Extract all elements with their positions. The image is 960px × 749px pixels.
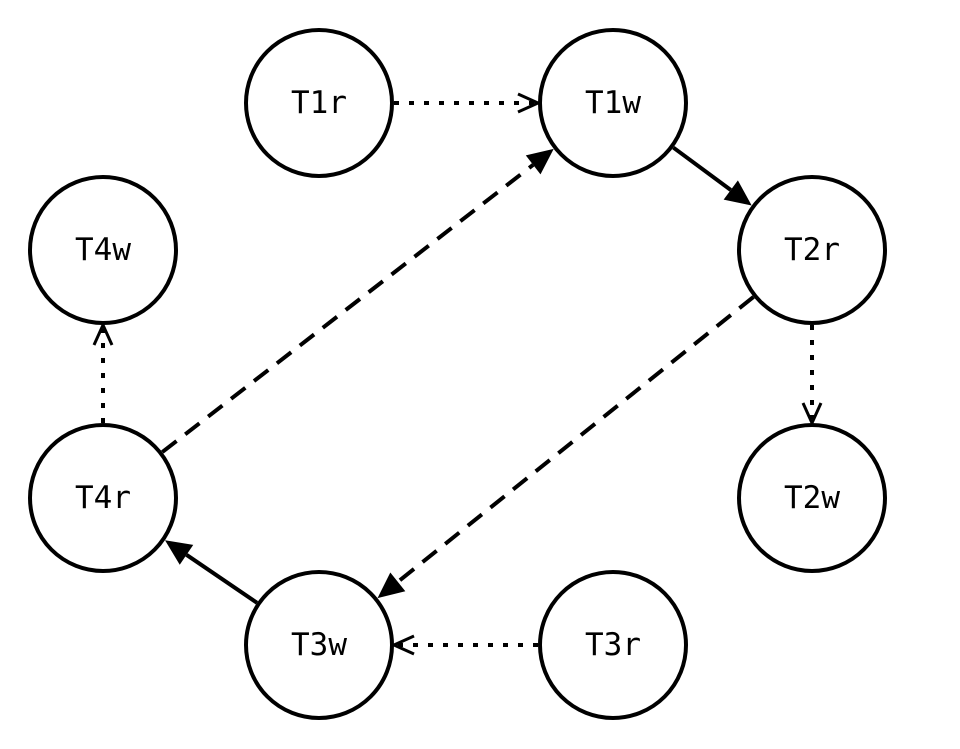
edge-line (396, 295, 755, 584)
node-T3r: T3r (538, 570, 688, 720)
node-circle (244, 28, 394, 178)
arrowhead-icon (165, 540, 194, 565)
edge-line (185, 553, 259, 605)
arrowhead-icon (517, 92, 542, 114)
node-T4r: T4r (28, 423, 178, 573)
edge-T2r-to-T2w (801, 325, 823, 427)
edge-T4r-to-T4w (92, 321, 114, 423)
edges-layer (92, 92, 823, 656)
node-label: T2w (784, 480, 840, 516)
node-circle (28, 423, 178, 573)
edge-T2r-to-T3w (377, 295, 755, 599)
node-circle (538, 28, 688, 178)
edge-line (161, 163, 535, 454)
node-label: T1w (585, 85, 641, 121)
arrowhead-icon (801, 402, 823, 427)
node-T4w: T4w (28, 175, 178, 325)
node-T1r: T1r (244, 28, 394, 178)
node-label: T1r (291, 85, 347, 121)
node-T1w: T1w (538, 28, 688, 178)
node-label: T4w (75, 232, 131, 268)
edge-T3w-to-T4r (165, 540, 259, 605)
arrowhead-icon (390, 634, 415, 656)
arrowhead-icon (525, 148, 554, 175)
node-circle (737, 175, 887, 325)
arrowhead-icon (723, 180, 752, 206)
node-circle (737, 423, 887, 573)
edge-T3r-to-T3w (390, 634, 538, 656)
edge-line (672, 145, 732, 192)
edge-T1w-to-T2r (672, 145, 752, 206)
edge-T1r-to-T1w (394, 92, 542, 114)
arrowhead-icon (377, 572, 406, 599)
node-label: T2r (784, 232, 840, 268)
node-T2w: T2w (737, 423, 887, 573)
node-circle (244, 570, 394, 720)
node-label: T4r (75, 480, 131, 516)
node-circle (538, 570, 688, 720)
arrowhead-icon (92, 321, 114, 346)
node-label: T3w (291, 627, 347, 663)
node-T2r: T2r (737, 175, 887, 325)
edge-T4r-to-T1w (161, 148, 554, 454)
node-circle (28, 175, 178, 325)
node-T3w: T3w (244, 570, 394, 720)
node-label: T3r (585, 627, 641, 663)
